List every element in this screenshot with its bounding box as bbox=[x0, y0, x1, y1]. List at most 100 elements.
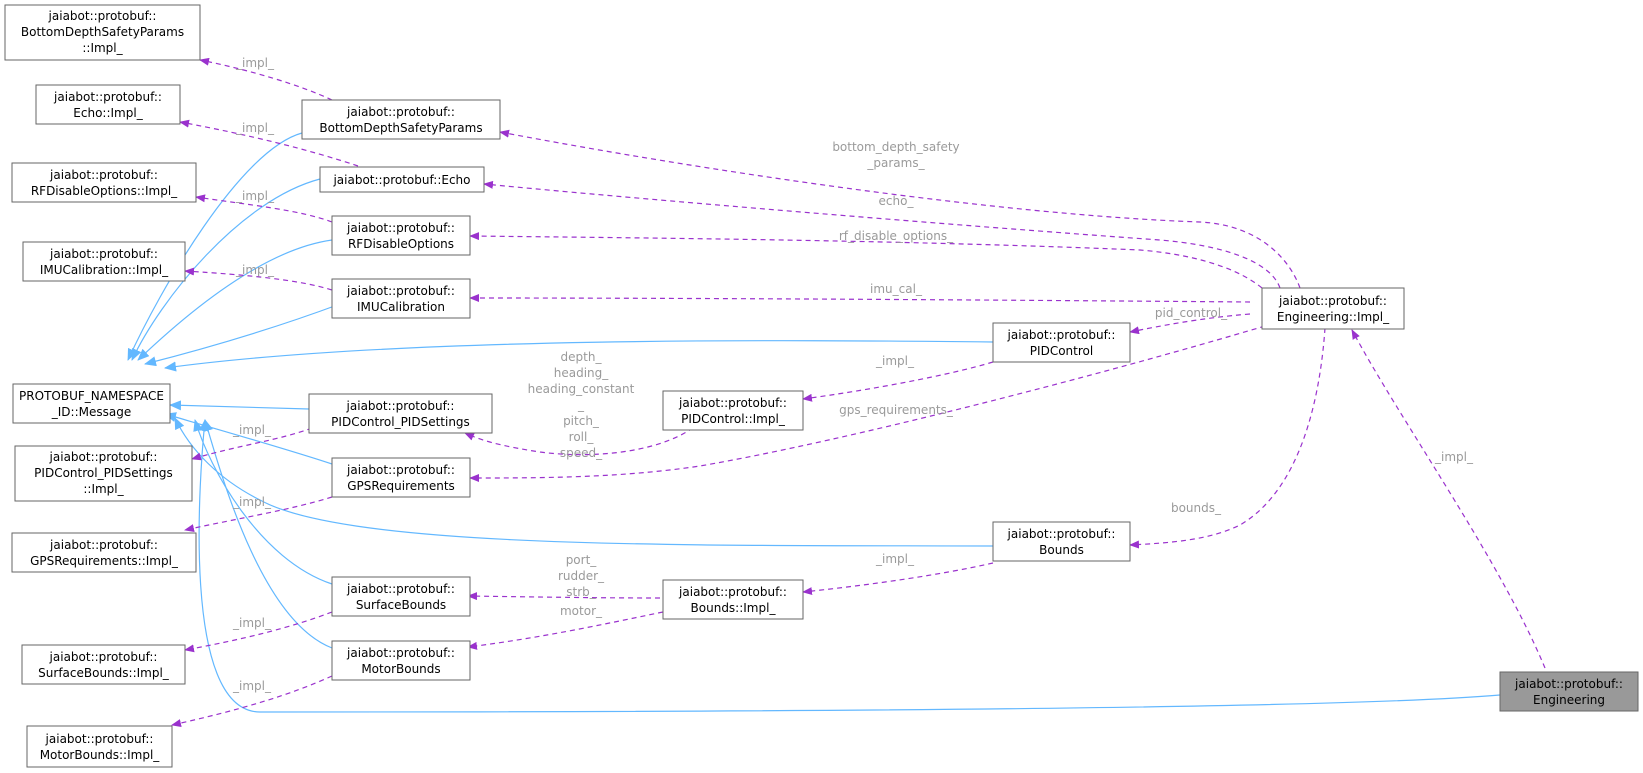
edge-eng-impl-to-bounds bbox=[1129, 327, 1326, 549]
edge-label: imu_cal_ bbox=[870, 282, 923, 296]
node-label-line: jaiabot::protobuf:: bbox=[45, 732, 154, 746]
edge-label: _impl_ bbox=[232, 423, 272, 437]
node-engineering-impl[interactable]: jaiabot::protobuf:: Engineering::Impl_ bbox=[1261, 287, 1405, 330]
edge-gps-inherits-message bbox=[164, 412, 333, 465]
edge-eng-impl-to-bdsp bbox=[499, 129, 1301, 289]
edge-bounds-inherits-message bbox=[174, 417, 994, 547]
edge-bounds-impl-to-mb bbox=[467, 611, 664, 650]
edge-label: heading_constant bbox=[528, 382, 635, 396]
node-label-line: jaiabot::protobuf:: bbox=[346, 105, 455, 119]
edge-rfd-inherits-message bbox=[137, 239, 333, 361]
edge-label: _impl_ bbox=[1434, 450, 1474, 464]
node-echo[interactable]: jaiabot::protobuf::Echo bbox=[319, 166, 485, 193]
node-label-line: jaiabot::protobuf:: bbox=[346, 284, 455, 298]
node-label-line: ::Impl_ bbox=[82, 41, 123, 55]
node-label-line: jaiabot::protobuf:: bbox=[678, 585, 787, 599]
node-bounds[interactable]: jaiabot::protobuf:: Bounds bbox=[992, 521, 1131, 562]
node-label-line: IMUCalibration bbox=[357, 300, 445, 314]
edge-rfd-to-rfd-impl bbox=[195, 194, 333, 223]
edge-eng-impl-to-gps bbox=[469, 325, 1266, 482]
node-engineering[interactable]: jaiabot::protobuf:: Engineering bbox=[1499, 671, 1639, 712]
node-pid-control-impl[interactable]: jaiabot::protobuf:: PIDControl::Impl_ bbox=[662, 390, 804, 431]
edge-pid-inherits-message bbox=[164, 340, 994, 372]
node-bounds-impl[interactable]: jaiabot::protobuf:: Bounds::Impl_ bbox=[662, 579, 804, 620]
edge-label: _impl_ bbox=[232, 495, 272, 509]
node-label-line: SurfaceBounds::Impl_ bbox=[38, 666, 170, 680]
node-surface-bounds[interactable]: jaiabot::protobuf:: SurfaceBounds bbox=[331, 576, 471, 617]
node-label-line: PROTOBUF_NAMESPACE bbox=[19, 389, 164, 403]
edge-sb-inherits-message bbox=[193, 419, 333, 585]
edge-label: _impl_ bbox=[232, 616, 272, 630]
node-label-line: Echo::Impl_ bbox=[73, 106, 143, 120]
node-bottom-depth-safety-params-impl[interactable]: jaiabot::protobuf:: BottomDepthSafetyPar… bbox=[4, 4, 201, 61]
node-label-line: jaiabot::protobuf:: bbox=[1007, 328, 1116, 342]
node-label-line: BottomDepthSafetyParams bbox=[21, 25, 184, 39]
node-rf-disable-options[interactable]: jaiabot::protobuf:: RFDisableOptions bbox=[331, 215, 471, 256]
node-pid-control[interactable]: jaiabot::protobuf:: PIDControl bbox=[992, 322, 1131, 363]
node-motor-bounds-impl[interactable]: jaiabot::protobuf:: MotorBounds::Impl_ bbox=[26, 725, 173, 768]
edge-eng-impl-to-pid bbox=[1129, 313, 1251, 335]
node-imu-calibration[interactable]: jaiabot::protobuf:: IMUCalibration bbox=[331, 278, 471, 319]
edge-echo-inherits-message bbox=[131, 178, 321, 361]
edge-label: _impl_ bbox=[232, 679, 272, 693]
edge-label: bounds_ bbox=[1171, 501, 1222, 515]
edge-eng-to-eng-impl bbox=[1351, 329, 1546, 669]
edge-imu-to-imu-impl bbox=[184, 267, 333, 291]
node-echo-impl[interactable]: jaiabot::protobuf:: Echo::Impl_ bbox=[35, 84, 181, 125]
node-rf-disable-options-impl[interactable]: jaiabot::protobuf:: RFDisableOptions::Im… bbox=[11, 162, 197, 203]
edge-label: _impl_ bbox=[235, 121, 275, 135]
node-label-line: GPSRequirements::Impl_ bbox=[30, 554, 179, 568]
edge-imu-inherits-message bbox=[144, 303, 341, 367]
edge-eng-impl-to-rfd bbox=[469, 232, 1263, 289]
edge-label: _impl_ bbox=[875, 552, 915, 566]
edge-label: _impl_ bbox=[875, 354, 915, 368]
node-label-line: ::Impl_ bbox=[83, 482, 124, 496]
node-gps-requirements-impl[interactable]: jaiabot::protobuf:: GPSRequirements::Imp… bbox=[11, 532, 197, 573]
edge-label: gps_requirements_ bbox=[839, 403, 954, 417]
node-label-line: jaiabot::protobuf::Echo bbox=[332, 173, 470, 187]
node-bottom-depth-safety-params[interactable]: jaiabot::protobuf:: BottomDepthSafetyPar… bbox=[301, 99, 501, 140]
edge-label: rudder_ bbox=[558, 569, 605, 583]
node-label-line: jaiabot::protobuf:: bbox=[49, 450, 158, 464]
node-label-line: jaiabot::protobuf:: bbox=[346, 646, 455, 660]
edge-pidset-inherits-message bbox=[169, 400, 310, 411]
edge-label: rf_disable_options_ bbox=[839, 229, 954, 243]
edge-pid-impl-to-pidset bbox=[464, 421, 701, 456]
edge-echo-to-echo-impl bbox=[179, 119, 359, 167]
edge-bounds-impl-to-sb bbox=[467, 592, 661, 601]
node-label-line: RFDisableOptions::Impl_ bbox=[31, 184, 178, 198]
node-label-line: GPSRequirements bbox=[347, 479, 455, 493]
node-label-line: Bounds::Impl_ bbox=[691, 601, 777, 615]
node-label-line: jaiabot::protobuf:: bbox=[48, 9, 157, 23]
edge-label: _impl_ bbox=[235, 189, 275, 203]
edge-bdsp-to-bdsp-impl bbox=[199, 57, 333, 101]
node-imu-calibration-impl[interactable]: jaiabot::protobuf:: IMUCalibration::Impl… bbox=[22, 241, 186, 282]
edge-label: speed_ bbox=[560, 446, 603, 460]
node-label-line: jaiabot::protobuf:: bbox=[1278, 294, 1387, 308]
node-label-line: jaiabot::protobuf:: bbox=[678, 396, 787, 410]
node-surface-bounds-impl[interactable]: jaiabot::protobuf:: SurfaceBounds::Impl_ bbox=[21, 644, 186, 685]
node-protobuf-message[interactable]: PROTOBUF_NAMESPACE _ID::Message bbox=[12, 383, 171, 424]
node-gps-requirements[interactable]: jaiabot::protobuf:: GPSRequirements bbox=[331, 457, 471, 498]
edge-bdsp-inherits-message bbox=[127, 132, 303, 361]
node-pid-settings-impl[interactable]: jaiabot::protobuf:: PIDControl_PIDSettin… bbox=[14, 445, 193, 502]
node-label-line: jaiabot::protobuf:: bbox=[53, 90, 162, 104]
edge-label: strb_ bbox=[566, 585, 597, 599]
node-label-line: jaiabot::protobuf:: bbox=[49, 247, 158, 261]
node-label-line: PIDControl bbox=[1030, 344, 1093, 358]
inheritance-edges bbox=[127, 132, 1501, 713]
node-label-line: jaiabot::protobuf:: bbox=[49, 538, 158, 552]
node-label-line: IMUCalibration::Impl_ bbox=[40, 263, 169, 277]
node-label-line: MotorBounds::Impl_ bbox=[40, 748, 161, 762]
edge-label: echo_ bbox=[879, 194, 915, 208]
edge-label: _ bbox=[577, 398, 585, 412]
node-label-line: jaiabot::protobuf:: bbox=[346, 463, 455, 477]
node-label-line: RFDisableOptions bbox=[348, 237, 454, 251]
node-label-line: jaiabot::protobuf:: bbox=[49, 650, 158, 664]
node-motor-bounds[interactable]: jaiabot::protobuf:: MotorBounds bbox=[331, 640, 471, 681]
node-label-line: Engineering::Impl_ bbox=[1277, 310, 1390, 324]
edge-eng-impl-to-imu bbox=[469, 294, 1251, 303]
node-pid-control-pid-settings[interactable]: jaiabot::protobuf:: PIDControl_PIDSettin… bbox=[308, 393, 493, 434]
edge-label: pid_control_ bbox=[1155, 306, 1228, 320]
edge-eng-inherits-message bbox=[198, 419, 1501, 713]
